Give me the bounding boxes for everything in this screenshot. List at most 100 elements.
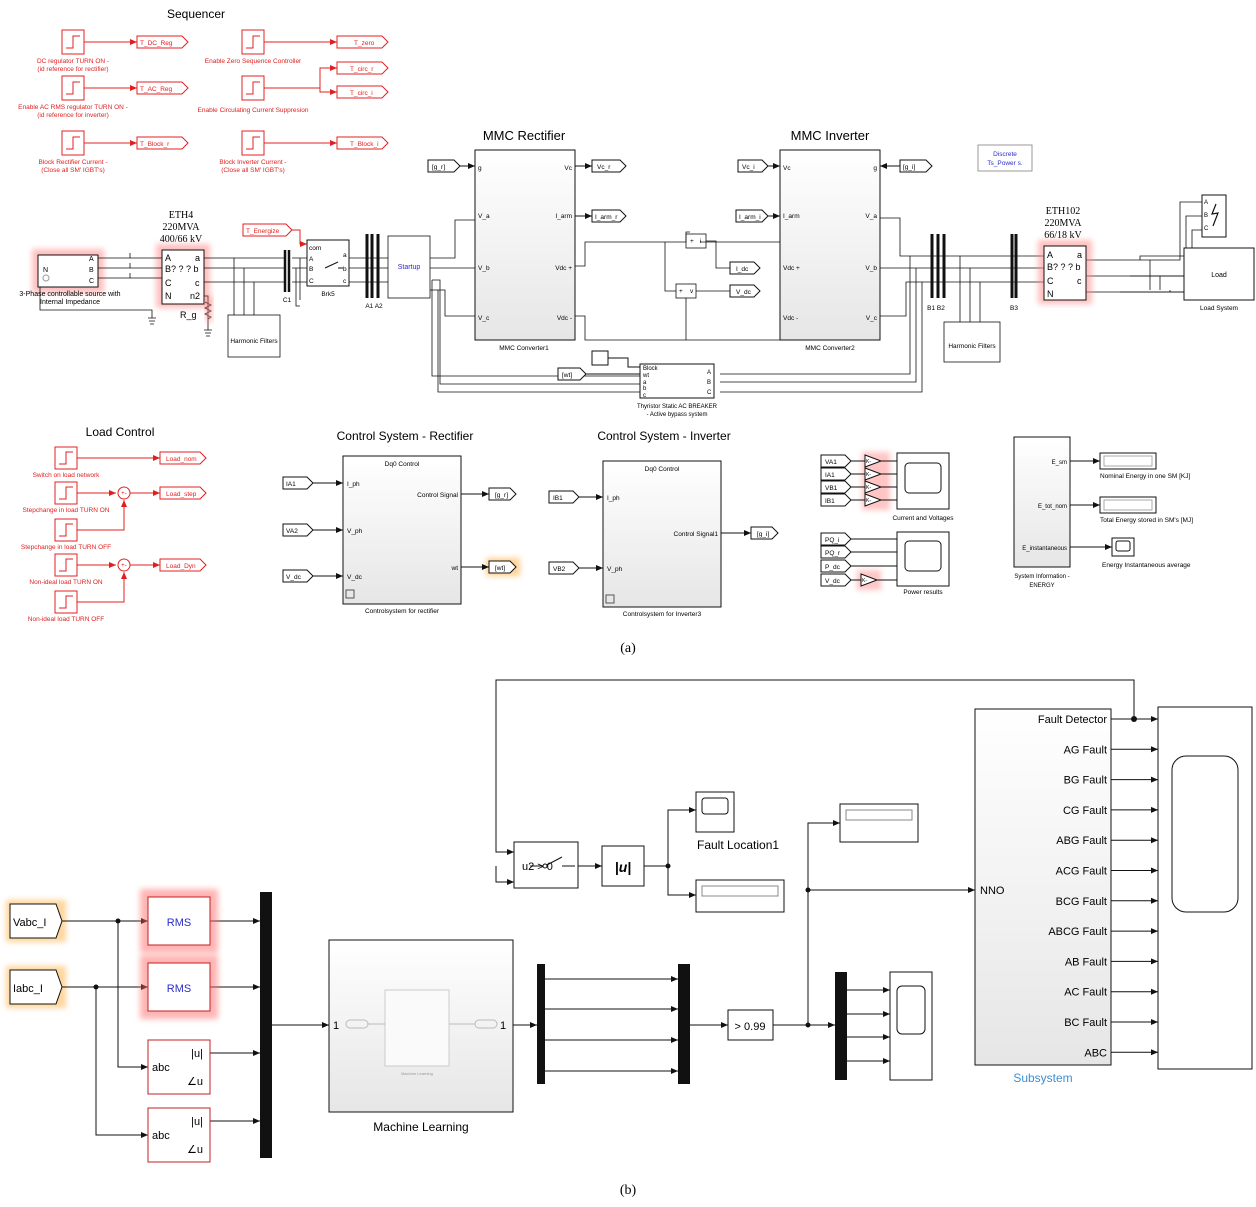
caption-b: (b) <box>620 1183 637 1198</box>
mmc-converter2[interactable] <box>780 150 880 340</box>
goto-vc-r: Vc_r <box>597 164 611 171</box>
step-ac-reg-sub: (id reference for inverter) <box>37 112 109 119</box>
powergui-ts: Ts_Power s. <box>987 160 1023 167</box>
subsystem-output-ag-fault: AG Fault <box>1064 744 1107 756</box>
ctrl-rect-in-iph: I_ph <box>347 481 360 488</box>
thy-in-block: Block <box>643 366 659 372</box>
source-port-a: A <box>89 256 94 263</box>
eth4-port-c: C <box>165 278 172 288</box>
from-ib1-scope: IB1 <box>825 498 835 505</box>
mux-scope <box>835 972 847 1080</box>
lc-dyn-off: Non-ideal load TURN OFF <box>28 616 104 623</box>
subsystem-output-abcg-fault: ABCG Fault <box>1048 926 1107 938</box>
fourier-v-ang: ∠u <box>187 1076 203 1088</box>
subsystem-output-fault-detector: Fault Detector <box>1038 714 1107 726</box>
ctrl-inv-in-iph: I_ph <box>607 495 620 502</box>
harmonic-filters-left: Harmonic Filters <box>230 338 278 345</box>
mux-ml <box>678 964 690 1084</box>
goto-load-dyn: Load_Dyn <box>166 563 196 570</box>
goto-t-ac-reg: T_AC_Reg <box>140 86 173 93</box>
rectifier-title: MMC Rectifier <box>483 128 566 143</box>
from-va1: VA1 <box>825 459 837 466</box>
goto-t-circ-r: T_circ_r <box>350 66 374 73</box>
thyristor-sub: - Active bypass system <box>646 412 707 418</box>
eth102-port-a: A <box>1047 250 1053 260</box>
goto-v-dc: V_dc <box>736 289 752 296</box>
bus-c1: C1 <box>283 297 292 304</box>
gain-k3: K- <box>866 485 871 491</box>
step-circ-label: Enable Circulating Current Suppresion <box>198 107 309 114</box>
goto-wt: [wt] <box>495 565 505 572</box>
load-control-title: Load Control <box>86 425 155 439</box>
dc-i: i <box>700 238 701 245</box>
rect-out-vdcn: Vdc - <box>557 315 572 322</box>
ctrl-rect-out-wt: wt <box>451 565 459 572</box>
ml-name: Machine Learning <box>373 1120 468 1134</box>
fourier-i-ang: ∠u <box>187 1144 203 1156</box>
eth102-port-c: C <box>1047 276 1054 286</box>
rect-out-iarm: I_arm <box>555 213 572 220</box>
from-p-dc: P_dc <box>825 564 841 571</box>
ctrl-rect-name: Controlsystem for rectifier <box>365 608 440 615</box>
eth4-port-n2: n2 <box>190 291 200 301</box>
eth4-port-n: N <box>165 291 172 301</box>
bus-a1-a2: A1 A2 <box>365 303 383 310</box>
brk5-out-b: b <box>343 266 347 273</box>
sys-port-einst: E_instantaneous <box>1022 546 1067 552</box>
from-v-dc-scope: V_dc <box>825 578 841 585</box>
scope-cv-name: Current and Voltages <box>892 515 954 522</box>
from-vc-i: Vc_i <box>742 164 755 171</box>
bus-b3: B3 <box>1010 305 1018 312</box>
panel-a: Sequencer T_DC_Re <box>18 7 1254 623</box>
ctrl-inv-block: Dq0 Control <box>645 466 680 473</box>
ctrl-rect-out-ctrl: Control Signal <box>417 492 458 499</box>
goto-load-step: Load_step <box>166 491 197 498</box>
transformer-eth4-voltage: 400/66 kV <box>160 234 203 245</box>
fault-port-a: A <box>1204 200 1208 206</box>
step-block-r-sub: (Close all SM' IGBT's) <box>41 167 105 174</box>
ctrl-inv-in-vph: V_ph <box>607 566 623 573</box>
sequencer-title: Sequencer <box>167 7 225 21</box>
eth4-mid: B? ? ? b <box>165 264 199 274</box>
source-label: 3-Phase controllable source with <box>19 291 120 298</box>
goto-t-block-r: T_Block_r <box>140 141 170 148</box>
rect-in-g: g <box>478 165 482 172</box>
subsystem-name: Subsystem <box>1013 1071 1072 1085</box>
load-system-name: Load System <box>1200 305 1238 312</box>
eth102-port-n: N <box>1047 289 1054 299</box>
step-dc-reg-sub: (id reference for rectifier) <box>37 66 108 73</box>
gain-k4: K- <box>866 498 871 504</box>
panel-b: Vabc_I Iabc_I <box>6 680 1252 1162</box>
fault-port-b: B <box>1204 213 1208 219</box>
subsystem-output-ab-fault: AB Fault <box>1065 956 1107 968</box>
lc-dyn-on: Non-ideal load TURN ON <box>29 579 103 586</box>
from-pq-i: PQ_i <box>825 537 839 544</box>
from-va2: VA2 <box>286 528 298 535</box>
eth102-out-c: c <box>1077 276 1082 286</box>
load-block-label: Load <box>1211 272 1227 279</box>
goto-g-i: [g_i] <box>757 531 769 538</box>
transformer-eth102-name: ETH102 <box>1046 206 1080 217</box>
from-vb2: VB2 <box>553 566 566 573</box>
rect-out-vdcp: Vdc + <box>555 265 572 272</box>
inv-name: MMC Converter2 <box>805 345 855 352</box>
fault-location-label: Fault Location1 <box>697 838 779 852</box>
brk5-port-c: C <box>309 278 314 285</box>
thy-in-c: c <box>643 393 646 399</box>
goto-t-block-i: T_Block_i <box>350 141 379 148</box>
mmc-converter1[interactable] <box>475 150 575 340</box>
display-nominal-energy-label: Nominal Energy in one SM [KJ] <box>1100 473 1191 480</box>
subsystem-output-bcg-fault: BCG Fault <box>1056 896 1107 908</box>
subsystem-output-bc-fault: BC Fault <box>1064 1017 1107 1029</box>
from-ia1-scope: IA1 <box>825 472 835 479</box>
from-g-i: [g_i] <box>903 164 915 171</box>
threshold-label: > 0.99 <box>735 1021 766 1033</box>
eth4-port-a2: a <box>195 253 200 263</box>
scope-pw-name: Power results <box>903 589 943 596</box>
ml-in-port: 1 <box>333 1020 339 1032</box>
brk5-com: com <box>309 245 321 252</box>
subsystem-output-cg-fault: CG Fault <box>1063 805 1107 817</box>
ctrl-inv-title: Control System - Inverter <box>597 429 730 443</box>
